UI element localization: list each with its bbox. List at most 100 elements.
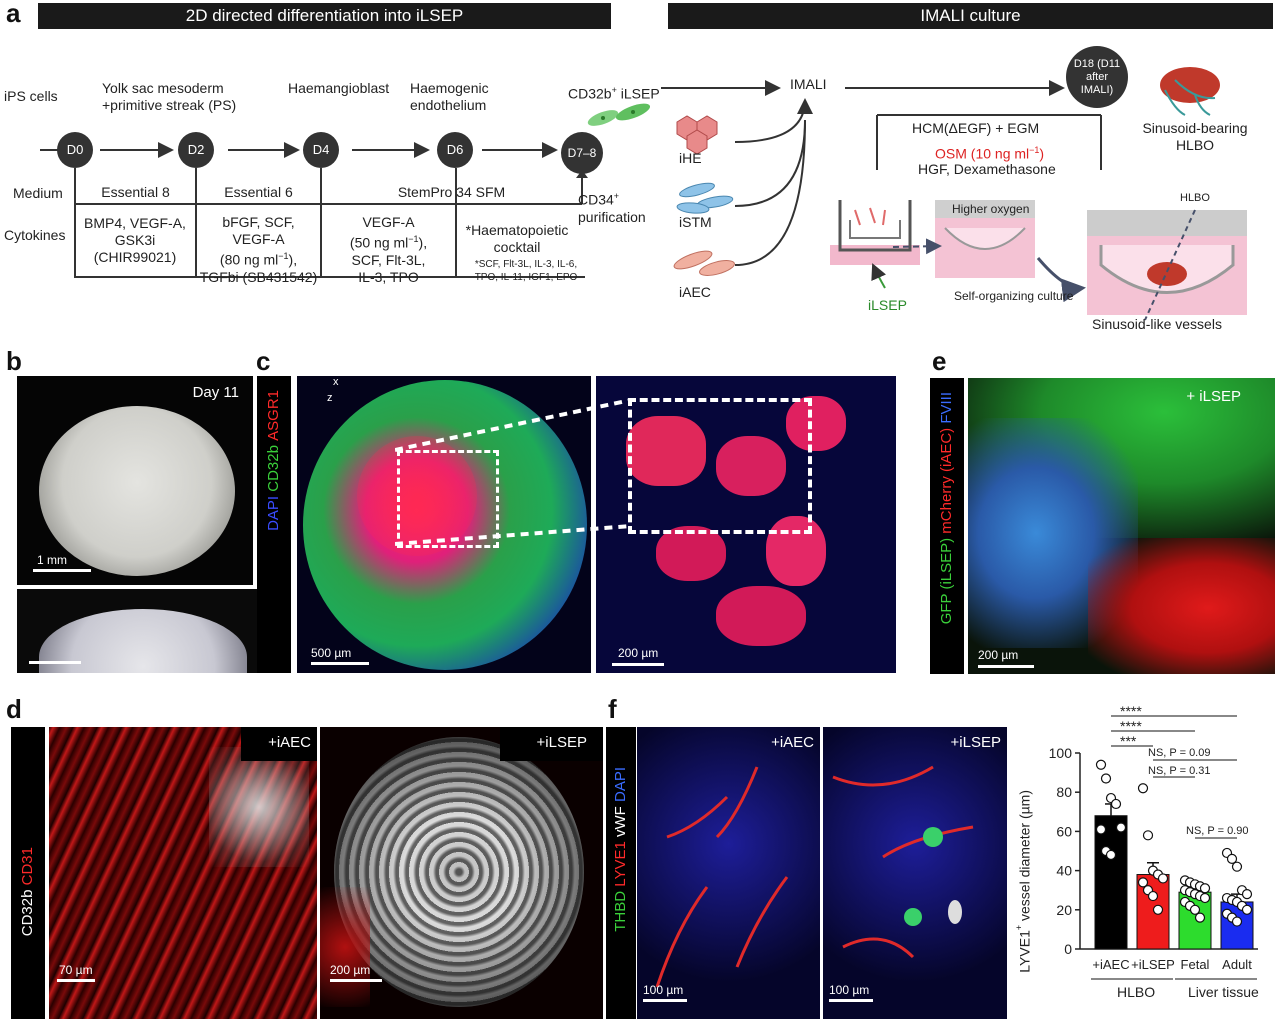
medium-e8: Essential 8 (101, 184, 170, 200)
cytokines-d2: bFGF, SCF,VEGF-A (80 ng ml−1), TGFbi (SB… (199, 214, 318, 285)
sig-label-3: *** (1120, 733, 1137, 749)
stain-legend-e: GFP (iLSEP) mCherry (iAEC) FVIII (930, 378, 964, 674)
panel-label-f: f (608, 694, 617, 724)
data-point (1157, 873, 1169, 884)
medium-hcm: HCM(ΔEGF) + EGM (912, 120, 1040, 136)
ns-label-3: NS, P = 0.90 (1186, 825, 1249, 837)
cytokines-d4: VEGF-A (50 ng ml−1), SCF, Flt-3L,IL-3, T… (349, 214, 428, 285)
scalebar-label: 200 µm (978, 648, 1019, 662)
y-tick-label: 20 (1056, 902, 1072, 918)
panel-label-d: d (6, 694, 22, 724)
bar (1094, 815, 1128, 950)
y-tick-label: 60 (1056, 823, 1072, 839)
data-point (1142, 830, 1154, 841)
zoom-organoid-image: 200 µm (596, 376, 896, 673)
row-cytokines: Cytokines (4, 227, 66, 243)
data-point (1199, 883, 1211, 894)
imali-label: IMALI (790, 76, 827, 92)
node-d4: D4 (303, 132, 339, 168)
stain-legend-d: CD32b CD31 (11, 727, 45, 1019)
day-label: Day 11 (192, 384, 239, 401)
f-iaec-image: +iAEC 100 µm (637, 727, 820, 1019)
x-tick-label: Fetal (1181, 957, 1210, 972)
data-point (1147, 890, 1159, 902)
stage-cd32b-ilsep: CD32b+ iLSEP (568, 85, 660, 102)
cytokine-line (455, 276, 585, 278)
medium-e6: Essential 6 (224, 184, 293, 200)
cytokines-d6: *Haematopoietic cocktail (465, 222, 569, 255)
scalebar-label: 100 µm (643, 983, 684, 997)
tag-ilsep: +iLSEP (536, 734, 587, 751)
x-tick-label: Adult (1222, 957, 1252, 972)
data-point (1189, 904, 1201, 915)
node-d0: D0 (57, 132, 93, 168)
group-liver: Liver tissue (1188, 984, 1259, 1000)
scalebar-label: 70 µm (59, 963, 93, 977)
sinusoid-like-label: Sinusoid-like vessels (1092, 316, 1222, 332)
hlbo-label: HLBO (1180, 192, 1210, 204)
data-point (1199, 892, 1211, 904)
ns-label-1: NS, P = 0.09 (1148, 747, 1211, 759)
zoom-connector-lines (395, 398, 632, 546)
divider (455, 168, 457, 276)
row-medium: Medium (13, 185, 63, 201)
scalebar (29, 661, 81, 664)
iaec-image: +iAEC 70 µm (49, 727, 317, 1019)
scalebar-label: 100 µm (829, 983, 870, 997)
panel-label-c: c (256, 346, 271, 376)
node-d6: D6 (437, 132, 473, 168)
scalebar (643, 999, 687, 1002)
imali-diagram (661, 67, 1247, 321)
stain-legend-f: THBD LYVE1 vWF DAPI (606, 727, 636, 1019)
stage-yolk-sac: Yolk sac mesoderm +primitive streak (PS) (102, 80, 237, 113)
zoom-box (397, 450, 499, 548)
scalebar-label: 200 µm (618, 646, 659, 660)
tag-iaec: +iAEC (771, 734, 814, 751)
scalebar (829, 999, 873, 1002)
scalebar (978, 665, 1034, 668)
scalebar (330, 979, 382, 982)
stage-haemangioblast: Haemangioblast (288, 80, 390, 96)
stage-haemogenic: Haemogenic endothelium (410, 80, 489, 113)
data-point (1110, 798, 1122, 810)
cd34-purification: CD34+purification (578, 191, 646, 225)
scalebar-label: 500 µm (311, 646, 352, 660)
sinusoid-bearing-hlbo: Sinusoid-bearing HLBO (1142, 120, 1248, 153)
tag-iaec: +iAEC (268, 734, 311, 751)
x-tick-label: +iAEC (1092, 957, 1129, 972)
node-d18: D18 (D11 after IMALI) (1066, 46, 1128, 108)
sig-label-1: **** (1120, 703, 1142, 719)
scalebar-label: 200 µm (330, 963, 371, 977)
medium-line (74, 203, 582, 205)
ilsep-image: +iLSEP 200 µm (320, 727, 603, 1019)
cocktail-detail: *SCF, Flt-3L, IL-3, IL-6, TPO, IL-11, IG… (474, 259, 578, 283)
ilsep-cells-icon (587, 103, 651, 126)
scalebar (57, 979, 95, 982)
cytokine-line (74, 276, 456, 278)
higher-oxygen-label: Higher oxygen (952, 202, 1030, 216)
organoid-top-image: Day 11 1 mm (17, 376, 253, 585)
cytokines-d0: BMP4, VEGF-A, GSK3i (CHIR99021) (84, 215, 186, 265)
divider (195, 168, 197, 276)
data-point (1231, 861, 1243, 872)
ilsep-label: iLSEP (868, 297, 907, 313)
data-point (1095, 759, 1107, 770)
data-point (1137, 783, 1149, 794)
inset-box (628, 398, 812, 534)
y-tick-label: 100 (1049, 745, 1073, 761)
whole-organoid-image: x z 500 µm (297, 376, 591, 673)
scalebar (311, 662, 369, 665)
ns-label-2: NS, P = 0.31 (1148, 765, 1211, 777)
self-organizing-label: Self-organizing culture (954, 289, 1074, 303)
banner-differentiation: 2D directed differentiation into iLSEP (38, 3, 611, 29)
scalebar (33, 569, 91, 572)
group-hlbo: HLBO (1117, 984, 1156, 1000)
f-ilsep-image: +iLSEP 100 µm (823, 727, 1007, 1019)
panel-label-e: e (932, 346, 947, 376)
ihe-label: iHE (679, 150, 702, 166)
node-d7-8: D7–8 (561, 132, 603, 174)
organoid-side-image (17, 589, 273, 673)
istm-label: iSTM (679, 214, 712, 230)
y-tick-label: 40 (1056, 863, 1072, 879)
